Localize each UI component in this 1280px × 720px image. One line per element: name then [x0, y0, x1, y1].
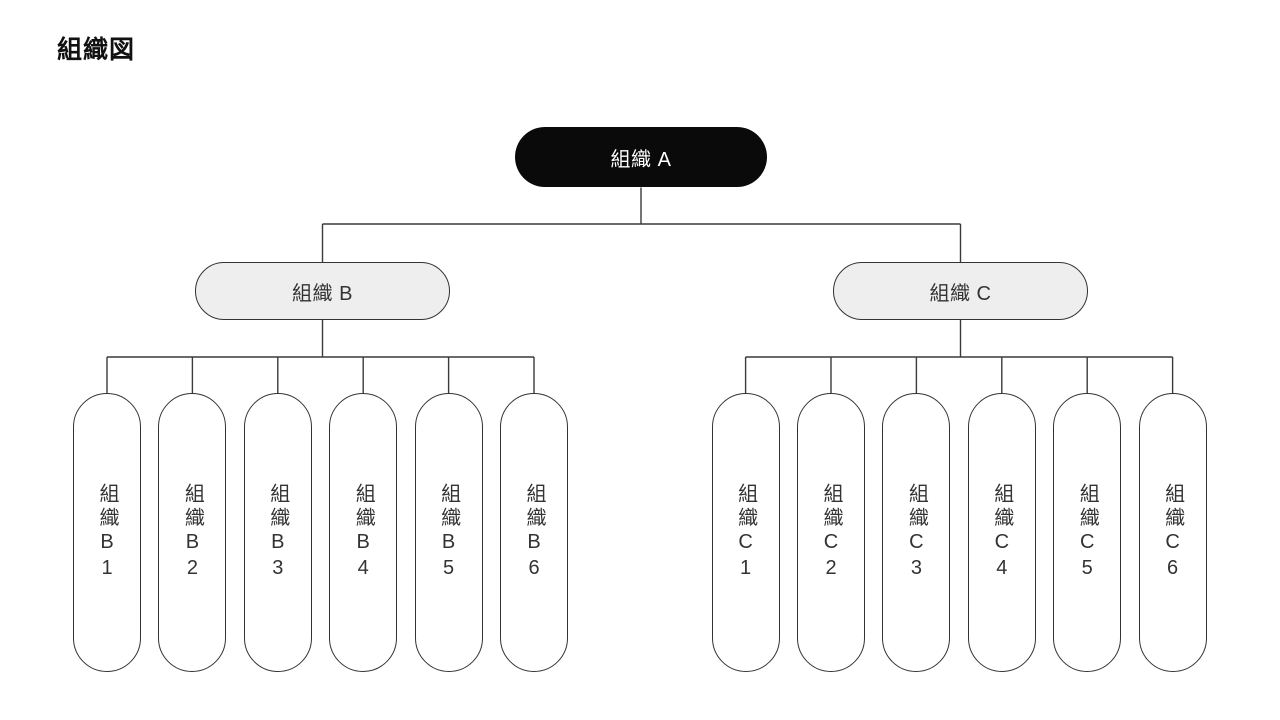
org-node-leaf-label: 組織B5 [437, 482, 460, 583]
org-node-leaf: 組織B4 [329, 393, 398, 672]
org-node-leaf-label: 組織B3 [266, 482, 289, 583]
org-node-leaf: 組織C5 [1053, 393, 1122, 672]
org-node-leaf-label: 組織C5 [1076, 482, 1099, 583]
org-node-c: 組織 C [833, 262, 1088, 320]
org-node-leaf: 組織B3 [243, 393, 312, 672]
org-node-leaf-label: 組織C3 [905, 482, 928, 583]
org-node-leaf: 組織B5 [414, 393, 483, 672]
org-node-c-label: 組織 C [929, 282, 992, 305]
org-node-leaf: 組織C6 [1138, 393, 1207, 672]
org-node-leaf-label: 組織B4 [352, 482, 375, 583]
org-node-leaf-label: 組織B1 [96, 482, 118, 583]
org-node-leaf: 組織B1 [73, 393, 141, 672]
org-node-leaf-label: 組織B2 [181, 482, 204, 583]
org-node-b-label: 組織 B [292, 282, 353, 305]
org-node-leaf-label: 組織C4 [990, 482, 1013, 583]
page-title: 組織図 [57, 36, 136, 64]
org-node-leaf-label: 組織C6 [1161, 482, 1184, 583]
org-node-leaf-label: 組織B6 [523, 482, 545, 583]
org-node-leaf: 組織C4 [967, 393, 1036, 672]
org-node-a-label: 組織 A [610, 148, 672, 171]
org-node-leaf: 組織B2 [158, 393, 227, 672]
org-node-leaf: 組織C3 [882, 393, 951, 672]
org-node-leaf: 組織C2 [797, 393, 865, 672]
org-node-a: 組織 A [515, 127, 767, 187]
org-node-leaf-label: 組織C2 [820, 482, 842, 583]
org-node-leaf: 組織C1 [711, 393, 780, 672]
org-node-leaf: 組織B6 [500, 393, 568, 672]
org-node-b: 組織 B [195, 262, 450, 320]
org-node-leaf-label: 組織C1 [734, 482, 757, 583]
